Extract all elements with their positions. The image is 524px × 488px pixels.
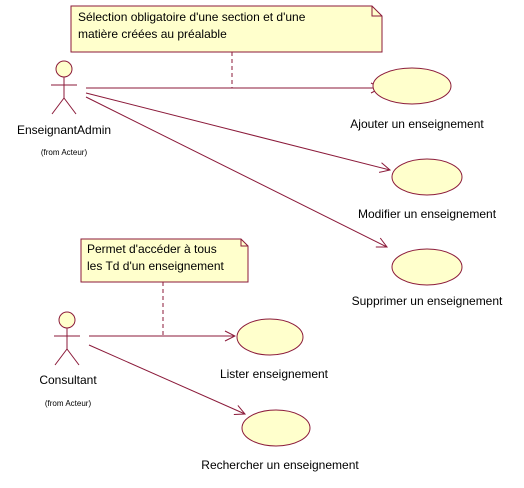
note-consultant-line-2: les Td d'un enseignement: [87, 259, 224, 273]
note-consultant-line-1: Permet d'accéder à tous: [87, 242, 217, 256]
actor-admin-right-leg: [63, 97, 77, 115]
actor-admin-left-leg: [51, 97, 65, 115]
association-admin-supprimer: [85, 96, 387, 247]
note-admin-corner-fold: [371, 6, 382, 17]
actor-enseignant-admin[interactable]: [51, 60, 77, 115]
association-consultant-rechercher: [88, 344, 245, 414]
actor-consultant-origin: (from Acteur): [45, 399, 92, 408]
use-case-modifier[interactable]: [391, 158, 463, 196]
actor-consultant[interactable]: [54, 311, 80, 366]
use-case-lister-label: Lister enseignement: [220, 367, 329, 381]
note-admin-line-1: Sélection obligatoire d'une section et d…: [78, 10, 306, 24]
actor-consultant-right-leg: [66, 348, 80, 366]
note-consultant: Permet d'accéder à tous les Td d'un ense…: [80, 238, 249, 283]
actor-consultant-left-leg: [54, 348, 68, 366]
note-admin: Sélection obligatoire d'une section et d…: [70, 5, 383, 53]
use-case-ajouter-label: Ajouter un enseignement: [350, 117, 484, 131]
use-case-modifier-label: Modifier un enseignement: [358, 207, 497, 221]
use-case-supprimer[interactable]: [391, 248, 463, 286]
actor-consultant-head: [58, 311, 76, 329]
association-admin-modifier: [85, 92, 390, 170]
use-case-supprimer-label: Supprimer un enseignement: [352, 294, 503, 308]
actor-consultant-name: Consultant: [39, 373, 97, 387]
actor-admin-name: EnseignantAdmin: [17, 123, 111, 137]
actor-admin-origin: (from Acteur): [41, 148, 88, 157]
note-consultant-corner-fold: [240, 239, 248, 247]
note-admin-line-2: matière créées au préalable: [78, 27, 227, 41]
use-case-rechercher-label: Rechercher un enseignement: [201, 458, 359, 472]
use-case-rechercher[interactable]: [241, 409, 311, 447]
note-admin-body: [70, 5, 383, 53]
use-case-ajouter[interactable]: [372, 67, 452, 105]
actor-admin-head: [55, 60, 73, 78]
note-consultant-body: [80, 238, 249, 283]
use-case-lister[interactable]: [236, 318, 304, 356]
